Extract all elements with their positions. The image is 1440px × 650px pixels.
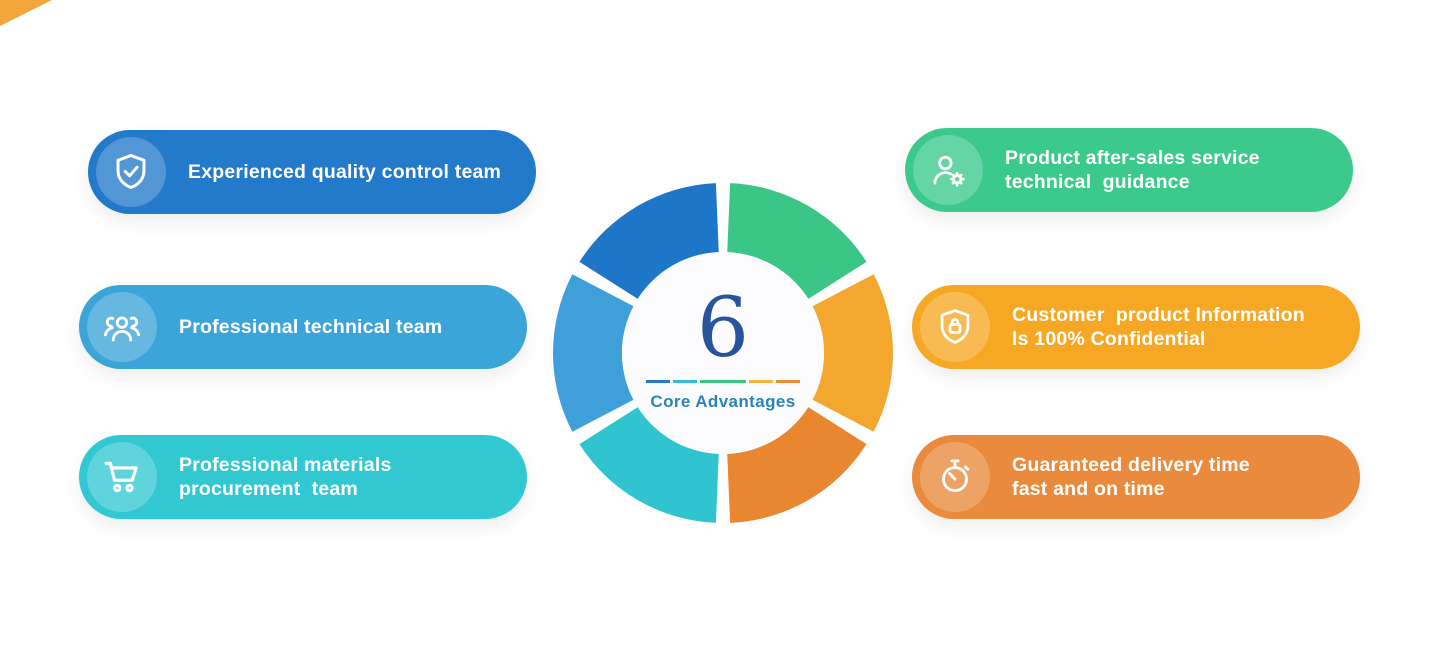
shield-check-icon <box>96 137 166 207</box>
donut-segments <box>553 183 893 523</box>
divider-segment <box>776 380 800 383</box>
donut-segment-materials-procurement <box>579 407 719 523</box>
card-line-1: Customer product Information <box>1012 303 1305 326</box>
shopping-cart-icon <box>87 442 157 512</box>
advantage-card-label: Professional materials procurement team <box>179 453 392 502</box>
corner-decoration <box>0 0 52 26</box>
donut-segment-quality-control <box>579 183 719 299</box>
card-line-1: Guaranteed delivery time <box>1012 453 1250 476</box>
team-icon <box>87 292 157 362</box>
core-advantages-label: Core Advantages <box>650 392 796 411</box>
advantage-card-label: Product after-sales service technical gu… <box>1005 146 1260 195</box>
shield-lock-icon <box>920 292 990 362</box>
stopwatch-icon <box>920 442 990 512</box>
advantage-card-quality-control: Experienced quality control team <box>88 130 536 214</box>
person-gear-icon <box>913 135 983 205</box>
advantage-card-label: Professional technical team <box>179 315 442 339</box>
card-line-2: technical guidance <box>1005 171 1190 193</box>
card-line-2: ls 100% Confidential <box>1012 328 1206 350</box>
core-advantages-count: 6 <box>696 281 750 376</box>
advantage-card-label: Customer product Information ls 100% Con… <box>1012 303 1305 352</box>
center-divider <box>646 380 800 383</box>
advantage-card-label: Experienced quality control team <box>188 160 501 184</box>
donut-segment-confidential-information <box>812 274 893 432</box>
divider-segment <box>749 380 773 383</box>
card-line-2: procurement team <box>179 478 358 500</box>
divider-segment <box>673 380 697 383</box>
advantage-card-technical-team: Professional technical team <box>79 285 527 369</box>
advantage-card-materials-procurement: Professional materials procurement team <box>79 435 527 519</box>
donut-center: 6 Core Advantages <box>622 252 824 454</box>
advantage-card-after-sales: Product after-sales service technical gu… <box>905 128 1353 212</box>
donut-segment-after-sales-service <box>727 183 867 299</box>
divider-segment <box>700 380 746 383</box>
card-line-1: Professional materials <box>179 453 392 476</box>
advantage-card-confidential: Customer product Information ls 100% Con… <box>912 285 1360 369</box>
card-line-1: Product after-sales service <box>1005 146 1260 169</box>
donut-segment-technical-team <box>553 274 634 432</box>
advantage-card-delivery-time: Guaranteed delivery time fast and on tim… <box>912 435 1360 519</box>
advantage-card-label: Guaranteed delivery time fast and on tim… <box>1012 453 1250 502</box>
card-line-2: fast and on time <box>1012 478 1165 500</box>
divider-segment <box>646 380 670 383</box>
card-line-1: Professional technical team <box>179 315 443 338</box>
donut-segment-delivery-time <box>727 407 867 523</box>
donut-chart: 6 Core Advantages <box>553 183 893 523</box>
card-line-1: Experienced quality control team <box>188 160 502 183</box>
